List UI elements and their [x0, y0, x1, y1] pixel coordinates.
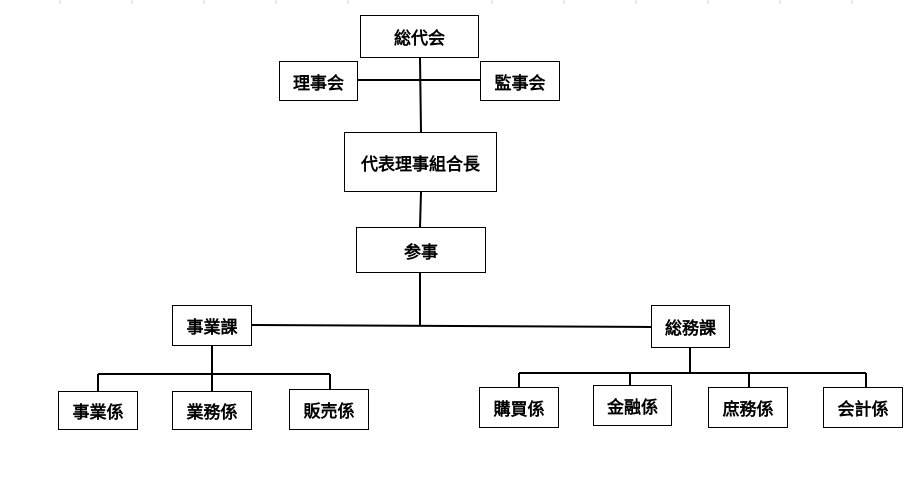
top-ruler-ticks	[59, 0, 853, 4]
general-affairs-unit-box: 購買係	[479, 387, 559, 428]
representative-box: 代表理事組合長	[344, 132, 497, 192]
general-affairs-unit-box: 金融係	[593, 385, 672, 426]
business-unit-box: 販売係	[289, 389, 369, 430]
general-affairs-division-box: 総務課	[651, 305, 730, 348]
general-assembly-box: 総代会	[360, 15, 479, 58]
auditors-box: 監事会	[480, 61, 560, 101]
business-unit-box: 事業係	[58, 391, 138, 430]
general-affairs-unit-box: 会計係	[823, 387, 903, 428]
councilor-box: 参事	[356, 227, 486, 273]
business-division-box: 事業課	[172, 305, 252, 346]
board-box: 理事会	[279, 61, 358, 101]
business-unit-box: 業務係	[172, 391, 252, 430]
general-affairs-unit-box: 庶務係	[708, 387, 788, 428]
